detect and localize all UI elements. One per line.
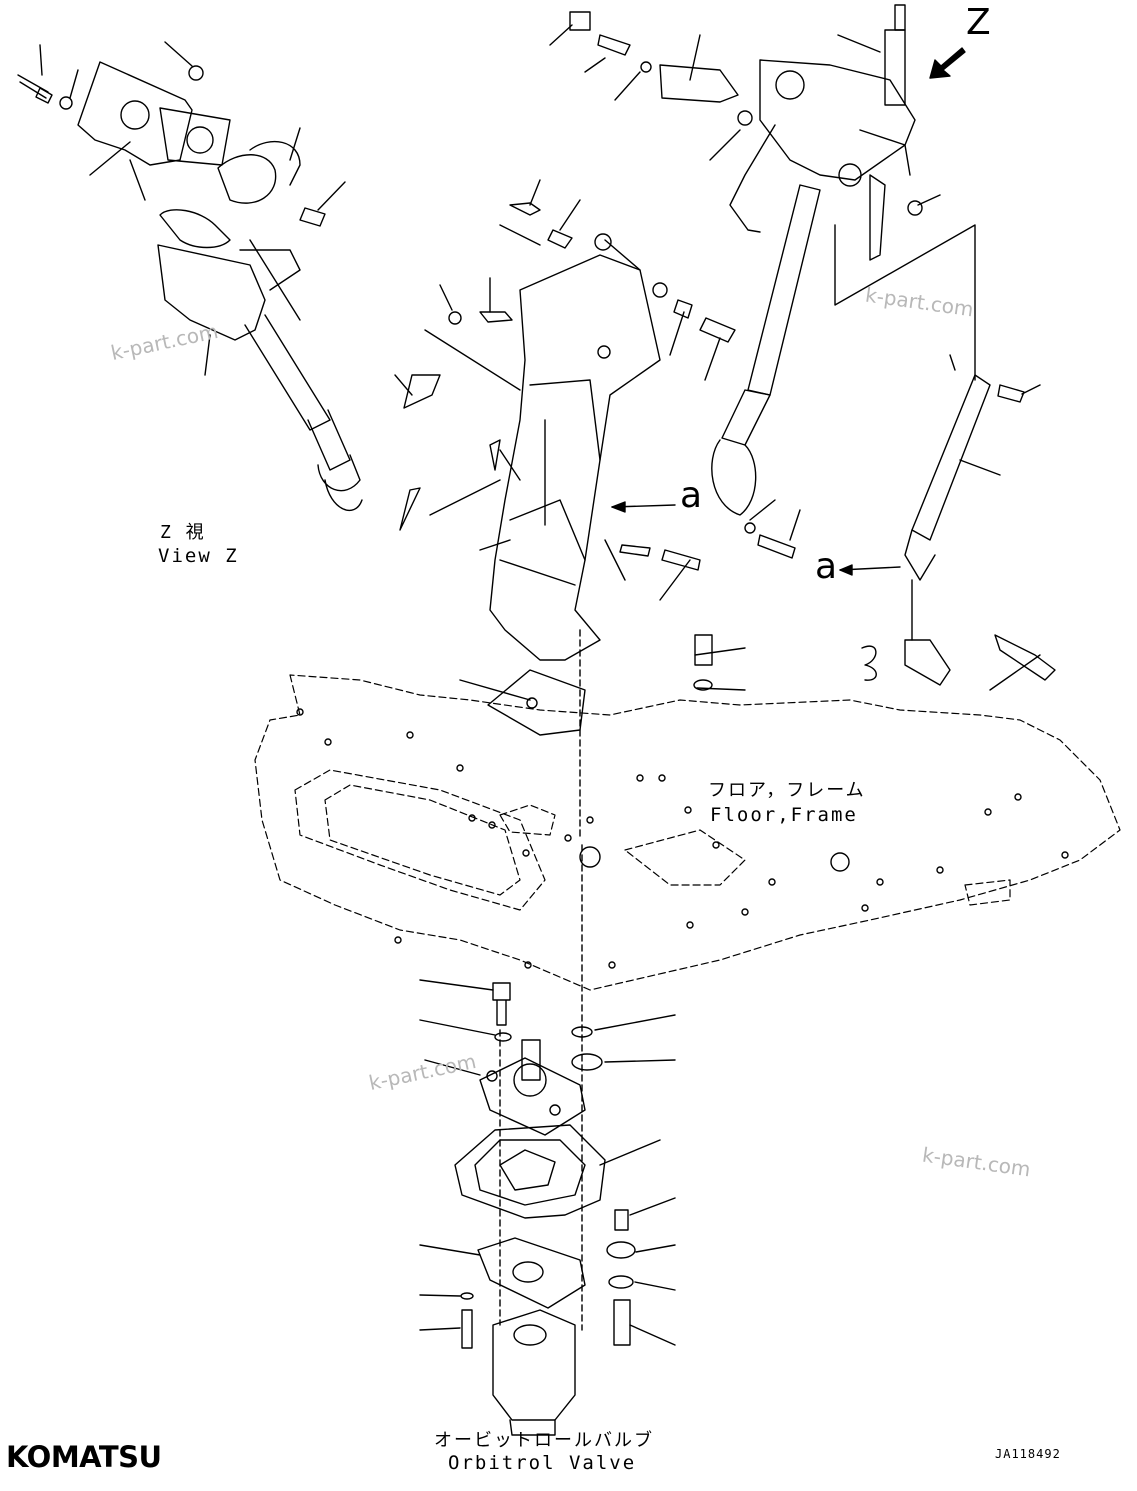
console-post [489,254,661,661]
arrow-a-label-lower: a [815,546,838,587]
floor-label-jp: フロア，フレーム [708,780,866,801]
mount-plate [487,669,586,736]
washer-icon [59,96,73,110]
bolt-icon [17,74,53,104]
komatsu-logo: KOMATSU [6,1440,162,1474]
view-z-assembly [17,41,363,512]
bolt-icon [492,982,511,1026]
document-code: JA118492 [995,1447,1061,1461]
floor-label-en: Floor,Frame [710,804,858,826]
view-z-arrow-icon [929,47,966,79]
gas-spring [911,374,991,541]
orbitrol-valve-body [492,1309,576,1421]
steering-column [549,4,1056,691]
gasket-plate [454,1124,606,1219]
column-lower-shaft [747,184,821,396]
orbitrol-valve-assembly [419,844,676,1436]
view-z-label-jp: Z 視 [160,522,206,543]
valve-label-jp: オービットロールバルブ [434,1430,654,1451]
valve-label-en: Orbitrol Valve [448,1452,637,1474]
view-z-steering-shaft [244,314,331,431]
arrow-a-label-upper: a [680,475,703,516]
view-z-bracket-plate [77,61,193,166]
floor-holes [296,708,1069,969]
view-z-marker: Z [966,2,991,43]
view-z-label-en: View Z [158,545,239,567]
console-tower [394,179,736,841]
floor-frame [254,674,1121,991]
